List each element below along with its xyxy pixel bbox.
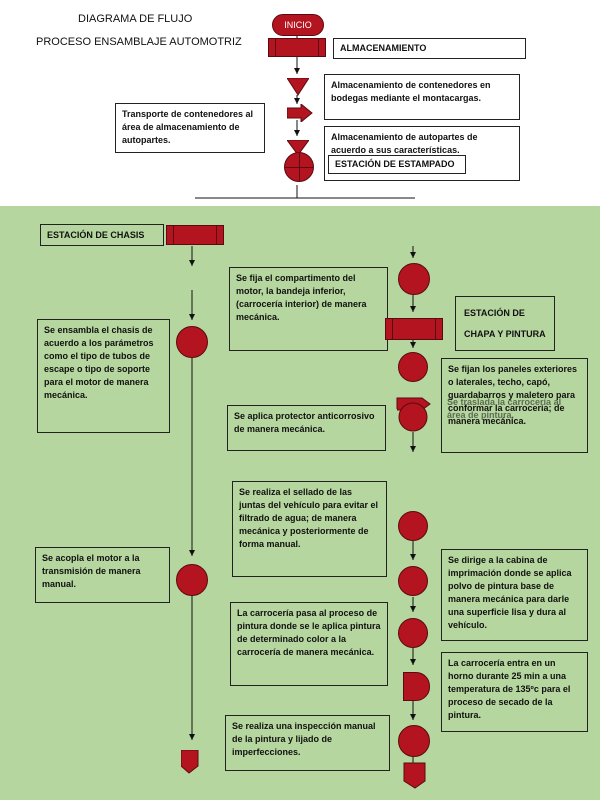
autoparts-triangle-icon — [287, 140, 309, 156]
stamping-station-label: ESTACIÓN DE ESTAMPADO — [328, 155, 466, 174]
start-node: INICIO — [272, 14, 324, 36]
body-transfer-overlap-note: Se traslada la carrocería al área de pin… — [447, 397, 562, 421]
compartment-fix-operation-icon — [398, 263, 430, 295]
end-left-icon — [181, 750, 199, 774]
primer-booth-note: Se dirige a la cabina de imprimación don… — [441, 549, 588, 641]
container-storage-note: Almacenamiento de contenedores en bodega… — [324, 74, 520, 120]
storage-triangle-icon — [287, 78, 309, 96]
stamping-operation-icon — [284, 152, 314, 182]
oven-delay-icon — [403, 672, 430, 701]
chassis-assembly-operation-icon — [176, 326, 208, 358]
diagram-subtitle: PROCESO ENSAMBLAJE AUTOMOTRIZ — [36, 36, 242, 48]
oven-note: La carrocería entra en un horno durante … — [441, 652, 588, 732]
transport-arrow-icon — [287, 104, 313, 122]
compartment-fix-note: Se fija el compartimento del motor, la b… — [229, 267, 388, 351]
end-right-icon — [403, 762, 426, 789]
body-station-label: ESTACIÓN DE CHAPA Y PINTURA — [455, 296, 555, 351]
chassis-assembly-note: Se ensambla el chasis de acuerdo a los p… — [37, 319, 170, 433]
chassis-station-label: ESTACIÓN DE CHASIS — [40, 224, 164, 246]
storage-label: ALMACENAMIENTO — [333, 38, 526, 59]
paint-process-note: La carrocería pasa al proceso de pintura… — [230, 602, 388, 686]
anticorrosive-note: Se aplica protector anticorrosivo de man… — [227, 405, 386, 451]
panels-fix-note: Se fijan los paneles exteriores o latera… — [441, 358, 588, 453]
inspection-operation-icon — [398, 725, 430, 757]
primer-operation-icon — [398, 566, 428, 596]
engine-mating-operation-icon — [176, 564, 208, 596]
sealing-operation-icon — [398, 511, 428, 541]
engine-mating-note: Se acopla el motor a la transmisión de m… — [35, 547, 170, 603]
paint-operation-icon — [398, 618, 428, 648]
panels-operation-icon — [398, 352, 428, 382]
diagram-title: DIAGRAMA DE FLUJO — [78, 13, 193, 25]
chassis-station-bar — [166, 225, 224, 245]
sealing-note: Se realiza el sellado de las juntas del … — [232, 481, 387, 577]
anticorrosive-combined-icon — [396, 397, 431, 432]
body-station-bar — [385, 318, 443, 340]
inspection-note: Se realiza una inspección manual de la p… — [225, 715, 390, 771]
transport-note: Transporte de contenedores al área de al… — [115, 103, 265, 153]
storage-bar — [268, 38, 326, 57]
